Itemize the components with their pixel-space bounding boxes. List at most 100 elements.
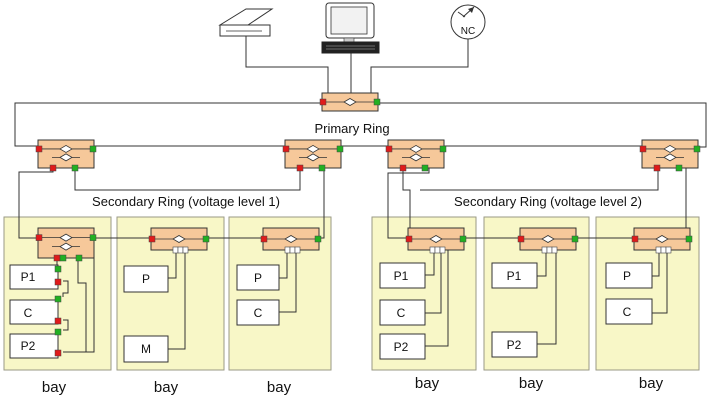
device-bay3-c: C	[236, 299, 280, 326]
switch-bay-4	[405, 227, 467, 254]
diamond-icon	[306, 153, 320, 162]
diamond-icon	[541, 235, 555, 243]
port	[421, 164, 429, 172]
port	[439, 246, 446, 254]
port	[675, 164, 683, 172]
device-bay5-p1: P1	[491, 262, 538, 289]
diamond-icon	[663, 144, 677, 153]
bay-label-5: bay	[519, 375, 544, 392]
svg-text:P1: P1	[394, 269, 409, 283]
diamond-icon	[59, 153, 73, 162]
port	[429, 246, 436, 254]
svg-text:P: P	[142, 272, 150, 286]
port	[89, 234, 97, 241]
port	[49, 164, 57, 172]
port	[546, 246, 553, 254]
switch-bay-5	[517, 227, 579, 254]
port	[294, 246, 301, 254]
device-bay4-c: C	[379, 299, 426, 326]
diamond-icon	[655, 235, 669, 243]
device-ports	[54, 265, 62, 357]
switch-bay-1	[35, 227, 97, 262]
diamond-icon	[409, 144, 423, 153]
port	[439, 145, 447, 153]
switch-bay-6	[631, 227, 693, 254]
port	[551, 246, 558, 254]
port	[35, 234, 43, 241]
primary-ring-label: Primary Ring	[314, 121, 389, 136]
printer-icon	[218, 8, 274, 37]
port	[385, 145, 393, 153]
port	[318, 164, 326, 172]
device-bay3-p: P	[236, 264, 280, 291]
bay-label-3: bay	[267, 379, 292, 396]
port	[434, 246, 441, 254]
bay-label-1: bay	[42, 379, 67, 396]
port	[685, 235, 693, 243]
nc-label: NC	[461, 26, 475, 37]
secondary-ring-1-label: Secondary Ring (voltage level 1)	[92, 194, 280, 209]
svg-text:C: C	[623, 305, 632, 319]
diamond-icon	[409, 153, 423, 162]
devices: P1 C P2 P M P C P1	[9, 262, 653, 363]
svg-text:P2: P2	[507, 338, 522, 352]
svg-text:P1: P1	[507, 269, 522, 283]
port	[296, 164, 304, 172]
port	[182, 246, 189, 254]
port	[202, 235, 210, 243]
port	[541, 246, 548, 254]
computer-icon	[321, 2, 380, 54]
svg-text:P2: P2	[394, 340, 409, 354]
device-bay6-p: P	[605, 262, 653, 289]
svg-text:P: P	[623, 269, 631, 283]
port	[59, 254, 67, 262]
port	[459, 235, 467, 243]
switches	[35, 92, 701, 262]
port	[336, 145, 344, 153]
svg-text:P: P	[254, 271, 262, 285]
device-bay1-p2: P2	[9, 333, 59, 359]
port	[71, 164, 79, 172]
svg-text:C: C	[24, 306, 33, 320]
device-bay5-p2: P2	[491, 331, 538, 358]
port	[282, 145, 290, 153]
svg-text:P1: P1	[21, 270, 36, 284]
device-bay1-p1: P1	[9, 264, 59, 290]
diamond-icon	[59, 144, 73, 153]
port	[148, 235, 156, 243]
diamond-icon	[172, 235, 186, 243]
diamond-icon	[284, 235, 298, 243]
port	[639, 145, 647, 153]
port	[631, 235, 639, 243]
switch-ring-a	[35, 139, 97, 172]
port	[405, 235, 413, 243]
port	[517, 235, 525, 243]
port	[89, 145, 97, 153]
device-bay2-m: M	[123, 335, 169, 363]
port	[660, 246, 667, 254]
port	[655, 246, 662, 254]
svg-text:C: C	[254, 306, 263, 320]
diamond-icon	[59, 242, 73, 251]
svg-text:M: M	[141, 342, 151, 356]
secondary-ring-2-label: Secondary Ring (voltage level 2)	[454, 194, 642, 209]
port	[177, 246, 184, 254]
port	[260, 235, 268, 243]
device-bay4-p1: P1	[379, 262, 426, 289]
port	[314, 235, 322, 243]
device-bay1-c: C	[9, 299, 59, 325]
diamond-icon	[429, 235, 443, 243]
diamond-icon	[306, 144, 320, 153]
port	[75, 254, 83, 262]
port	[289, 246, 296, 254]
port	[571, 235, 579, 243]
switch-ring-c	[385, 139, 447, 172]
bay-label-2: bay	[154, 379, 179, 396]
port	[284, 246, 291, 254]
port	[319, 98, 327, 106]
switch-bay-3	[260, 227, 322, 254]
device-bay2-p: P	[123, 265, 169, 293]
bay-label-4: bay	[415, 375, 440, 392]
bay-label-6: bay	[639, 375, 664, 392]
